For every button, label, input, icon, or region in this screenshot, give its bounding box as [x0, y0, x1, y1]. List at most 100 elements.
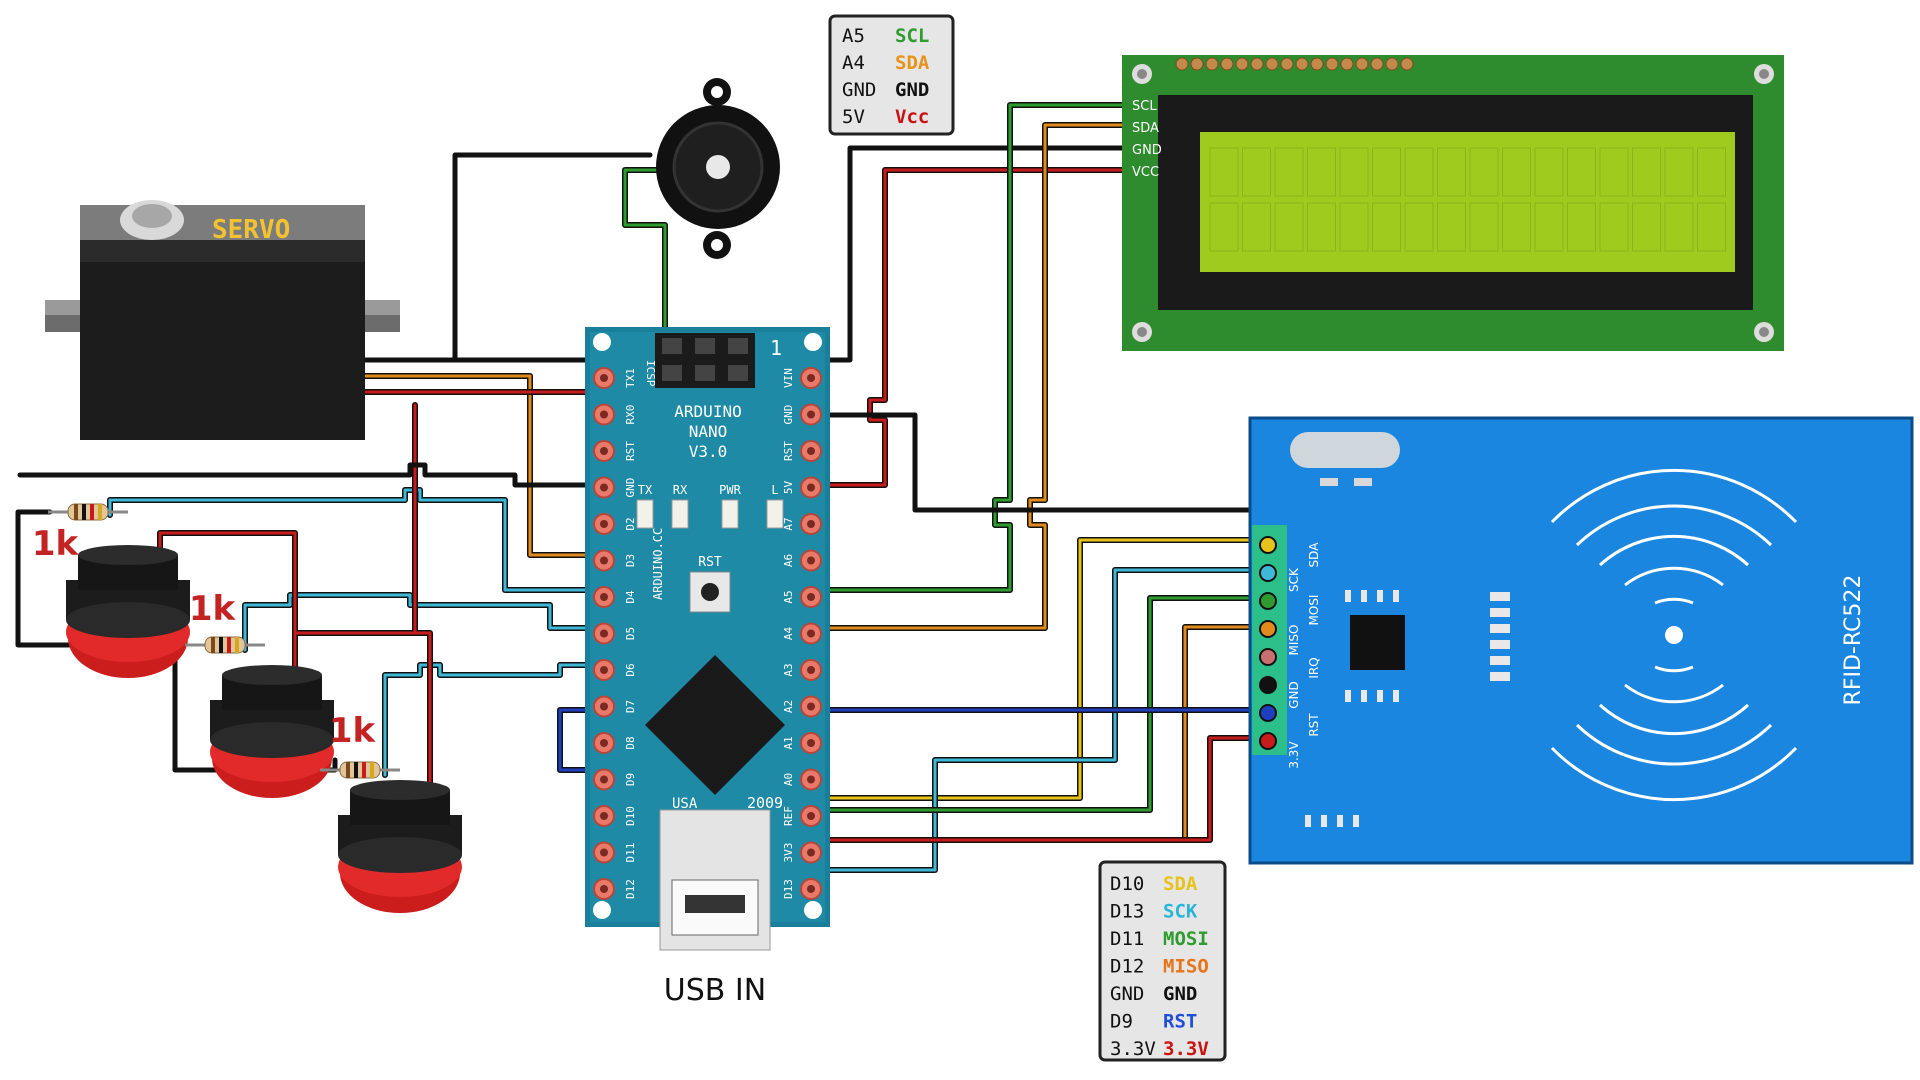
year-label: 2009	[747, 794, 783, 812]
wire-rfid-sck	[812, 567, 1268, 873]
lcd-character-grid	[1209, 147, 1726, 252]
legend-lcd	[828, 14, 955, 136]
legend-rfid-signal-3: MISO	[1163, 956, 1209, 978]
legend-lcd-pin-0: A5	[842, 25, 865, 47]
wire-button2-signal	[242, 592, 603, 653]
led-label-tx: TX	[638, 483, 653, 497]
wire-button1-signal	[107, 487, 603, 593]
pin-label-5v: 5V	[782, 481, 795, 495]
rfid-pin-sda[interactable]	[1259, 536, 1277, 554]
led-l	[766, 499, 784, 529]
legend-lcd-signal-0: SCL	[895, 25, 929, 47]
led-label-l: L	[771, 483, 778, 497]
pin-label-d3: D3	[624, 554, 637, 567]
legend-rfid-signal-5: RST	[1163, 1011, 1197, 1033]
header-number: 1	[770, 336, 782, 360]
pin-label-d2: D2	[624, 517, 637, 530]
pin-label-d12: D12	[624, 879, 637, 899]
lcd-header-pins	[1175, 57, 1414, 71]
legend-rfid-pin-5: D9	[1110, 1011, 1133, 1033]
led-label-pwr: PWR	[719, 483, 741, 497]
rfid-pin-mosi[interactable]	[1259, 592, 1277, 610]
resistor-label-1: 1k	[32, 524, 80, 564]
rfid-chip	[1350, 615, 1405, 670]
pin-label-d5: D5	[624, 627, 637, 640]
pin-label-rst: RST	[782, 441, 795, 461]
pin-label-d10: D10	[624, 806, 637, 826]
pin-label-d9: D9	[624, 773, 637, 786]
resistor-2: 1k	[185, 589, 265, 654]
arduino-title: ARDUINO	[674, 402, 741, 421]
pin-label-3v3: 3V3	[782, 843, 795, 863]
resistor-1: 1k	[32, 503, 128, 564]
legend-lcd-signal-3: Vcc	[895, 106, 929, 128]
pin-label-a6: A6	[782, 554, 795, 567]
pin-label-d8: D8	[624, 736, 637, 749]
pin-label-vin: VIN	[782, 368, 795, 388]
legend-rfid-signal-0: SDA	[1163, 873, 1198, 895]
wire-lcd-scl	[812, 102, 1133, 593]
push-button-2[interactable]	[210, 665, 334, 798]
lcd-pin-sda: SDA	[1132, 121, 1159, 136]
usb-in-label: USB IN	[664, 973, 766, 1008]
wires	[15, 102, 1333, 875]
legend-lcd-signal-1: SDA	[895, 52, 930, 74]
servo-label: SERVO	[212, 215, 290, 245]
legend-lcd-pin-1: A4	[842, 52, 865, 74]
resistor-label-3: 1k	[329, 711, 377, 751]
pin-label-a2: A2	[782, 700, 795, 713]
rfid-pin-gnd[interactable]	[1259, 676, 1277, 694]
push-buttons	[66, 545, 462, 913]
legend-rfid-pin-1: D13	[1110, 901, 1144, 923]
pin-label-a0: A0	[782, 773, 795, 786]
push-button-1[interactable]	[66, 545, 190, 678]
rfid-pin-rst[interactable]	[1259, 704, 1277, 722]
rfid-antenna	[1550, 468, 1798, 802]
lcd-pin-vcc: VCC	[1132, 165, 1159, 180]
legend-lcd-pin-2: GND	[842, 79, 876, 101]
reset-label: RST	[698, 555, 722, 570]
legend-rfid-pin-4: GND	[1110, 983, 1144, 1005]
rfid-pin-irq[interactable]	[1259, 648, 1277, 666]
legend-rfid-pin-3: D12	[1110, 956, 1144, 978]
pin-label-d7: D7	[624, 700, 637, 713]
pin-label-gnd: GND	[624, 478, 637, 498]
lcd-screen	[1200, 132, 1735, 272]
led-label-rx: RX	[673, 483, 688, 497]
push-button-3[interactable]	[338, 780, 462, 913]
pin-label-rx0: RX0	[624, 405, 637, 425]
legend-rfid-signal-6: 3.3V	[1163, 1038, 1209, 1060]
servo-motor: SERVO	[45, 200, 400, 440]
rfid-antenna-center	[1665, 626, 1683, 644]
rfid-pin-33v[interactable]	[1259, 732, 1277, 750]
arduino-version: V3.0	[689, 442, 728, 461]
legend-rfid-pin-0: D10	[1110, 873, 1144, 895]
arduino-url: ARDUINO.CC	[651, 528, 665, 600]
rfid-crystal	[1290, 432, 1400, 468]
rfid-name: RFID-RC522	[1841, 575, 1866, 706]
rfid-pin-label-mosi: MOSI	[1307, 595, 1321, 626]
pin-label-tx1: TX1	[624, 368, 637, 388]
rfid-pin-label-miso: MISO	[1287, 625, 1301, 656]
wire-rfid-3v3	[812, 735, 1268, 843]
rfid-pin-sck[interactable]	[1259, 564, 1277, 582]
pin-label-a5: A5	[782, 590, 795, 603]
rfid-pin-miso[interactable]	[1259, 620, 1277, 638]
pin-label-rst: RST	[624, 441, 637, 461]
rfid-pin-label-sck: SCK	[1287, 567, 1301, 592]
legend-rfid-pin-6: 3.3V	[1110, 1038, 1156, 1060]
legend-rfid-pin-2: D11	[1110, 928, 1144, 950]
wire-servo-signal	[362, 373, 603, 558]
wire-buzzer-gnd	[452, 152, 653, 363]
legend-rfid	[1098, 860, 1227, 1062]
pin-label-a4: A4	[782, 627, 795, 641]
rfid-board	[1248, 416, 1914, 865]
rfid-pin-label-33v: 3.3V	[1287, 741, 1301, 769]
rfid-pin-label-rst: RST	[1307, 713, 1321, 737]
pin-label-d13: D13	[782, 879, 795, 899]
legend-rfid-signal-1: SCK	[1163, 901, 1198, 923]
